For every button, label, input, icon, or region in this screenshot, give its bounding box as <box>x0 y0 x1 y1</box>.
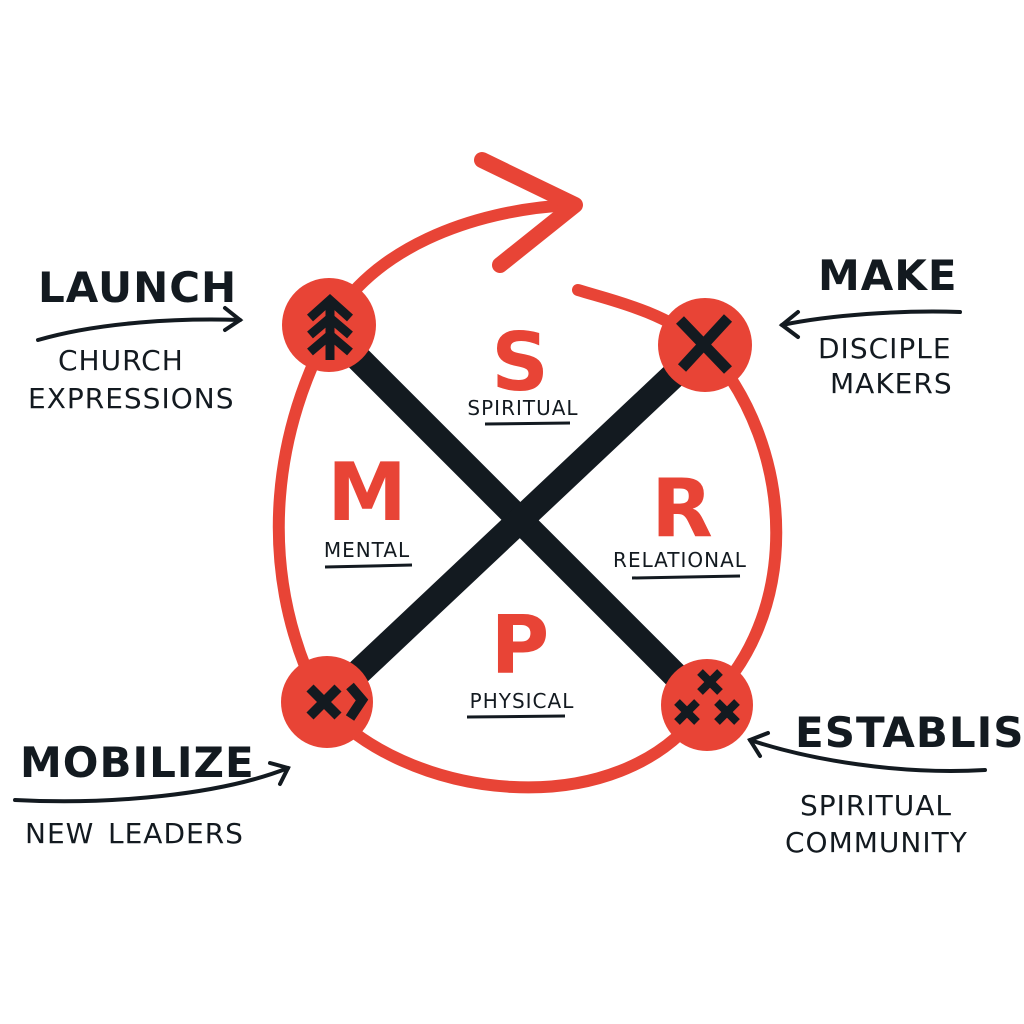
loop-right-arc <box>699 339 783 711</box>
stage-title-mobilize: MOBILIZE <box>20 738 255 787</box>
stage-launch: LAUNCH CHURCH EXPRESSIONS <box>28 263 244 415</box>
underline-relational <box>631 574 741 580</box>
node-make <box>658 298 752 392</box>
center-cross <box>335 335 700 700</box>
quadrant-letter-r: R <box>651 462 713 555</box>
arrow-head <box>474 152 583 273</box>
quadrant-letter-s: S <box>491 316 549 409</box>
stage-line1-make: DISCIPLE <box>818 332 952 365</box>
stage-line2-mobilize: LEADERS <box>108 817 244 850</box>
arrow-left-icon <box>747 731 987 773</box>
stage-line1-mobilize: NEW <box>25 817 94 850</box>
quadrant-letter-m: M <box>327 446 407 539</box>
underline-mental <box>324 563 413 569</box>
stage-establish: ESTABLISH SPIRITUAL COMMUNITY <box>747 708 1024 859</box>
stage-title-make: MAKE <box>818 251 958 300</box>
tree-arrow-icon <box>306 293 354 360</box>
stage-line1-establish: SPIRITUAL <box>800 789 952 822</box>
node-establish <box>661 659 753 751</box>
cross-mark-icon <box>676 314 733 374</box>
node-launch <box>282 278 376 372</box>
cross-chevron-icon <box>306 682 369 721</box>
quadrant-label-relational: RELATIONAL <box>613 548 747 572</box>
stage-line2-make: MAKERS <box>830 367 953 400</box>
three-crosses-icon <box>674 669 740 725</box>
stage-make: MAKE DISCIPLE MAKERS <box>778 251 962 400</box>
stage-line1-launch: CHURCH <box>58 344 184 377</box>
underline-physical <box>466 714 566 719</box>
quadrant-label-spiritual: SPIRITUAL <box>467 396 578 420</box>
node-mobilize <box>281 656 373 748</box>
quadrant-label-mental: MENTAL <box>324 538 410 562</box>
stage-line2-launch: EXPRESSIONS <box>28 382 234 415</box>
stage-title-launch: LAUNCH <box>38 263 237 312</box>
stage-mobilize: MOBILIZE NEW LEADERS <box>13 738 291 850</box>
loop-left-arc <box>272 324 336 706</box>
stage-line2-establish: COMMUNITY <box>785 826 968 859</box>
quadrant-letter-p: P <box>491 599 550 692</box>
underline-spiritual <box>484 421 571 426</box>
arrow-right-icon <box>36 306 244 342</box>
arrow-left-icon <box>778 309 962 339</box>
cross-line-b <box>336 350 699 695</box>
arrow-right-icon <box>13 761 291 804</box>
stage-title-establish: ESTABLISH <box>795 708 1024 757</box>
loop-bottom-arc <box>314 694 711 794</box>
quadrant-label-physical: PHYSICAL <box>470 689 575 713</box>
